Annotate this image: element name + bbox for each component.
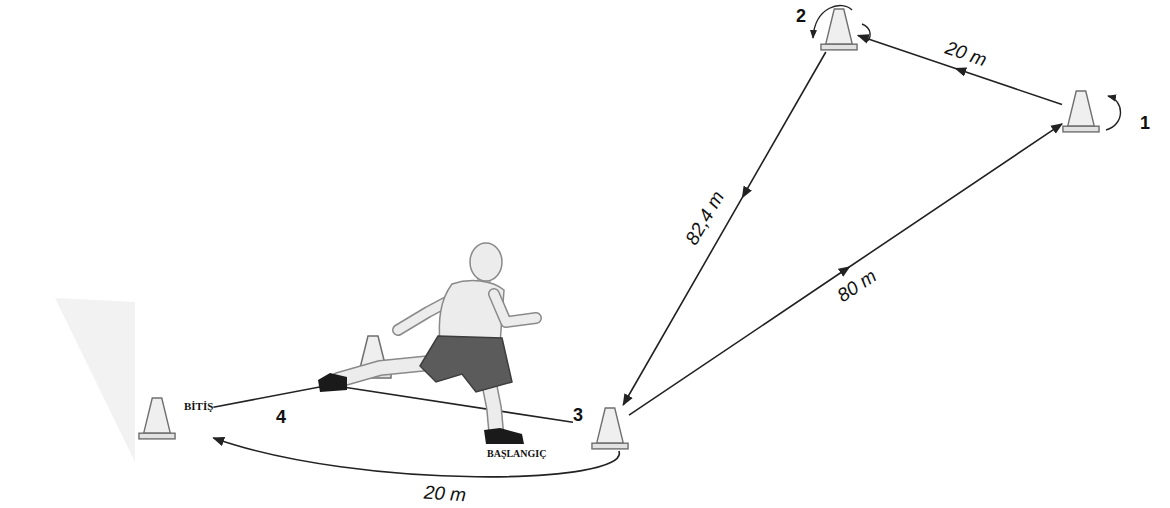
distance-label: 80 m [831,264,882,308]
traffic-cone [1062,88,1100,134]
cone-base [821,44,857,50]
cone-marker: 2 [796,6,858,52]
point-label: BAŞLANGIÇ [487,448,546,459]
traffic-cone [138,395,176,441]
cone-body [144,398,171,433]
distance-label: 82,4 m [680,185,730,250]
cone-marker: BİTİŞ [138,395,213,441]
head [470,243,502,281]
arm [494,294,536,322]
traffic-cone [820,6,858,52]
cone-number: 2 [796,6,806,27]
shoe [484,428,524,444]
distance-label: 20 m [421,481,469,506]
cone-number: 3 [573,405,583,426]
cone-body [597,408,624,443]
course-line [629,124,1062,415]
faint-band [55,298,135,462]
cone-body [1068,91,1095,126]
cone-marker: 1 [1062,88,1150,134]
turn-arrow [1106,96,1121,130]
traffic-cone [591,405,629,451]
course-line [213,438,619,477]
arm-outline [494,294,536,322]
course-line [623,52,826,405]
shorts [420,336,512,392]
shoe [318,373,347,392]
course-line [213,385,573,422]
cone-body [826,9,853,44]
point-label: 4 [276,407,286,428]
cone-base [592,443,628,449]
cone-number: BİTİŞ [184,400,213,412]
course-line [858,35,1062,104]
cone-number: 1 [1140,113,1150,134]
cone-base [1063,126,1099,132]
turn-arrow [862,24,870,42]
cone-base [139,433,175,439]
cone-marker: 3 [573,405,629,451]
runner-figure [318,243,536,444]
